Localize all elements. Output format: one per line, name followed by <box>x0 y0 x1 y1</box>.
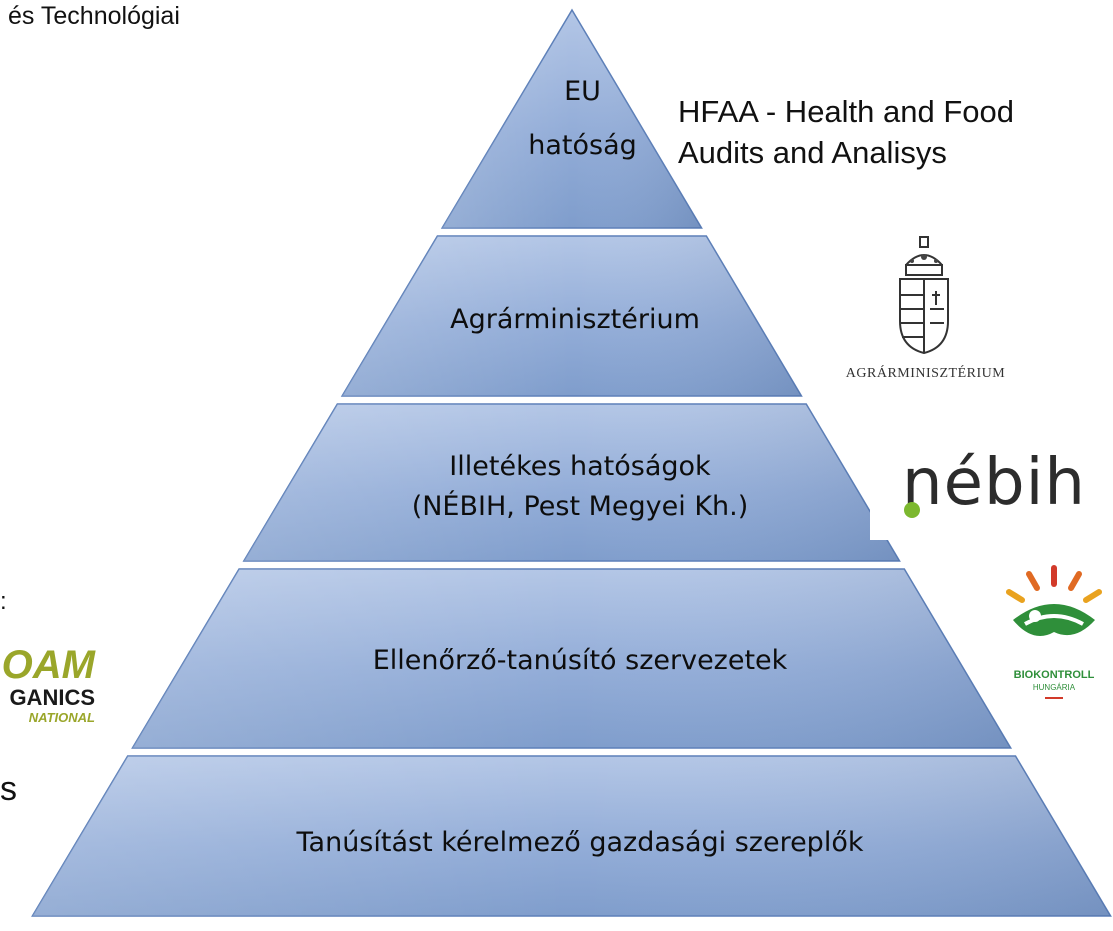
ifoam-line1: OAM <box>1 643 95 687</box>
nebih-logo <box>870 440 1113 540</box>
nebih-logo-text: nébih <box>902 446 1086 520</box>
cutoff-text-colon: : <box>0 588 7 615</box>
biokontroll-sun-icon: BIOKONTROLL HUNGÁRIA <box>995 560 1113 715</box>
biokontroll-line2: HUNGÁRIA <box>1033 683 1076 692</box>
band-control-bodies-shade <box>132 569 1011 748</box>
level-eu-line1: EU <box>564 76 601 107</box>
band-eu-authority-shade <box>442 10 702 228</box>
hfaa-line1: HFAA - Health and Food <box>678 94 1015 129</box>
hungarian-coat-of-arms-icon <box>899 236 949 355</box>
level-eu-authority: EU hatóság <box>495 72 670 166</box>
hfaa-annotation: HFAA - Health and Food Audits and Analis… <box>678 91 1108 173</box>
ifoam-line3: NATIONAL <box>28 710 95 725</box>
cutoff-text-top-left: és Technológiai <box>8 2 180 30</box>
level-authorities-line1: Illetékes hatóságok <box>449 451 711 482</box>
ifoam-logo: OAM GANICS NATIONAL <box>0 645 95 725</box>
level-control-bodies: Ellenőrző-tanúsító szervezetek <box>230 641 930 681</box>
level-operators: Tanúsítást kérelmező gazdasági szereplők <box>150 823 1010 863</box>
level-ministry: Agrárminisztérium <box>330 300 820 340</box>
band-competent-authorities-shade <box>243 404 900 561</box>
nebih-dot-icon <box>904 502 920 518</box>
level-operators-label: Tanúsítást kérelmező gazdasági szereplők <box>296 827 864 858</box>
biokontroll-line1: BIOKONTROLL <box>1014 669 1095 681</box>
agrarminiszterium-caption: AGRÁRMINISZTÉRIUM <box>845 366 1006 381</box>
band-operators-shade <box>32 756 1111 916</box>
ifoam-line2: GANICS <box>9 685 95 710</box>
level-control-label: Ellenőrző-tanúsító szervezetek <box>372 645 788 676</box>
cutoff-text-s: s <box>0 770 17 808</box>
level-ministry-label: Agrárminisztérium <box>450 304 700 335</box>
hfaa-line2: Audits and Analisys <box>678 135 947 170</box>
band-ministry-shade <box>342 236 802 396</box>
level-eu-line2: hatóság <box>528 130 637 161</box>
level-authorities-line2: (NÉBIH, Pest Megyei Kh.) <box>411 491 749 522</box>
level-competent-authorities: Illetékes hatóságok (NÉBIH, Pest Megyei … <box>300 447 860 527</box>
